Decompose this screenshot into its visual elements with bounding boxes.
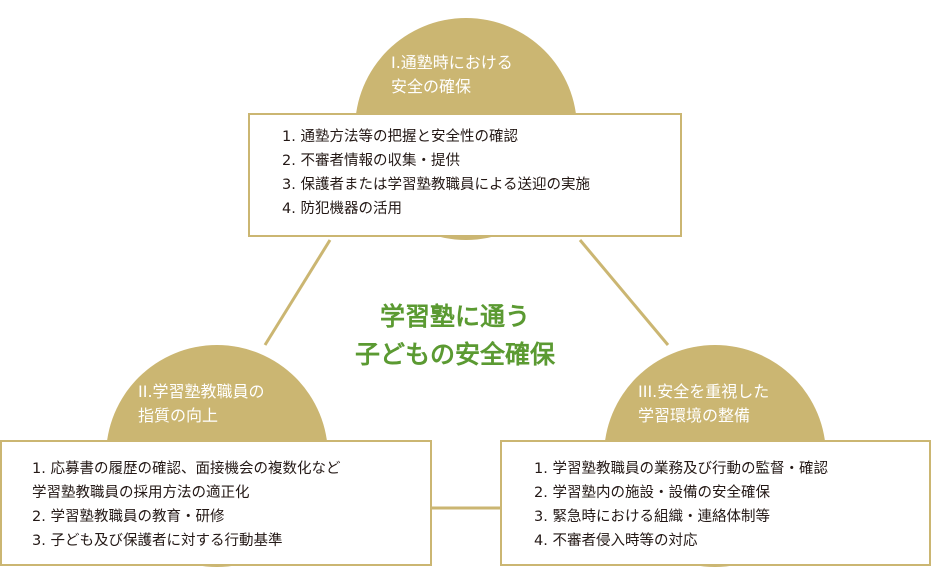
center-title-line1: 学習塾に通う	[379, 302, 530, 331]
list-item: 1. 学習塾教職員の業務及び行動の監督・確認	[534, 461, 828, 477]
list-item: 2. 不審者情報の収集・提供	[282, 153, 460, 169]
left-node-title: II.学習塾教職員の 指質の向上	[138, 380, 265, 428]
center-title: 学習塾に通う 子どもの安全確保	[330, 298, 580, 374]
right-node-title-line2: 学習環境の整備	[638, 406, 751, 425]
right-node-list: 1. 学習塾教職員の業務及び行動の監督・確認 2. 学習塾内の施設・設備の安全確…	[534, 457, 929, 553]
top-node-title-line2: 安全の確保	[391, 77, 472, 96]
list-item: 2. 学習塾内の施設・設備の安全確保	[534, 485, 770, 501]
list-item: 4. 不審者侵入時等の対応	[534, 533, 698, 549]
right-node-title-line1: III.安全を重視した	[638, 382, 770, 401]
left-node-title-line2: 指質の向上	[138, 406, 219, 425]
list-item: 学習塾教職員の採用方法の適正化	[32, 485, 250, 501]
connector-top-right	[578, 239, 670, 346]
list-item: 2. 学習塾教職員の教育・研修	[32, 509, 225, 525]
right-node-box: 1. 学習塾教職員の業務及び行動の監督・確認 2. 学習塾内の施設・設備の安全確…	[500, 440, 931, 566]
center-title-line2: 子どもの安全確保	[354, 340, 555, 369]
left-node-list: 1. 応募書の履歴の確認、面接機会の複数化など 学習塾教職員の採用方法の適正化 …	[32, 457, 430, 553]
list-item: 3. 緊急時における組織・連絡体制等	[534, 509, 770, 525]
right-node-title: III.安全を重視した 学習環境の整備	[638, 380, 769, 428]
left-node-title-line1: II.学習塾教職員の	[138, 382, 265, 401]
top-node-title: I.通塾時における 安全の確保	[391, 51, 513, 99]
connector-top-left	[263, 239, 332, 346]
top-node-title-line1: I.通塾時における	[391, 53, 513, 72]
list-item: 3. 保護者または学習塾教職員による送迎の実施	[282, 177, 591, 193]
list-item: 1. 通塾方法等の把握と安全性の確認	[282, 129, 518, 145]
top-node-box: 1. 通塾方法等の把握と安全性の確認 2. 不審者情報の収集・提供 3. 保護者…	[248, 113, 682, 237]
top-node-list: 1. 通塾方法等の把握と安全性の確認 2. 不審者情報の収集・提供 3. 保護者…	[282, 125, 680, 221]
list-item: 3. 子ども及び保護者に対する行動基準	[32, 533, 283, 549]
left-node-box: 1. 応募書の履歴の確認、面接機会の複数化など 学習塾教職員の採用方法の適正化 …	[0, 440, 432, 566]
list-item: 4. 防犯機器の活用	[282, 201, 402, 217]
list-item: 1. 応募書の履歴の確認、面接機会の複数化など	[32, 461, 341, 477]
